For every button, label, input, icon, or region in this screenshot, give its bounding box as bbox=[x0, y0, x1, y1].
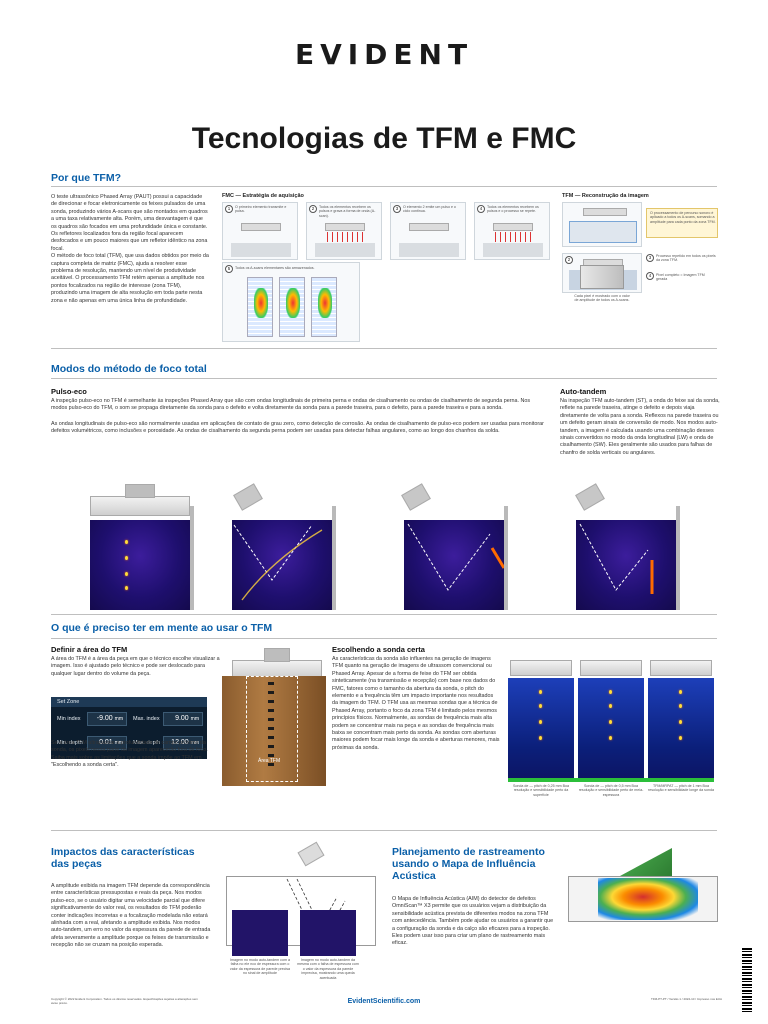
min-depth-field[interactable]: 0.01 mm bbox=[87, 736, 127, 750]
probe-icon bbox=[241, 223, 281, 231]
probe-scans: Sonda de — pitch de 0,25 mm Boa resoluçã… bbox=[506, 648, 716, 808]
divider bbox=[51, 378, 717, 379]
fmc-step-5: 5 Todos os A-scans elementares são armaz… bbox=[222, 262, 360, 342]
tfm-caption: Cada pixel é mostrado com o valor de amp… bbox=[574, 294, 630, 303]
set-zone-title: Set Zone bbox=[57, 699, 80, 705]
tfm-note-box: O processamento de percurso sonoro é apl… bbox=[646, 208, 718, 238]
s4-probe bbox=[292, 841, 352, 874]
qr-code-icon bbox=[742, 948, 752, 1014]
divider bbox=[51, 186, 717, 187]
fmc-label: FMC — Estratégia de aquisição bbox=[222, 193, 304, 199]
section-heading-o-que: O que é preciso ter em mente ao usar o T… bbox=[51, 622, 273, 634]
fmc-step-1: 1 O primeiro elemento transmite e pulsa. bbox=[222, 202, 298, 260]
divider bbox=[51, 614, 717, 615]
mode-2-probe bbox=[232, 482, 272, 518]
beam-path bbox=[233, 524, 323, 601]
ascan-stack bbox=[247, 277, 273, 337]
auto-tandem-title: Auto-tandem bbox=[560, 387, 607, 396]
tfm-step-1 bbox=[562, 202, 642, 247]
area-probe bbox=[232, 646, 322, 678]
auto-tandem-body: Na inspeção TFM auto-tandem (ST), a onda… bbox=[560, 398, 720, 456]
section-heading-por-que-tfm: Por que TFM? bbox=[51, 172, 121, 184]
s5-body: O Mapa de Influência Acústica (AIM) do d… bbox=[392, 896, 554, 947]
mode-3-scan bbox=[404, 520, 506, 610]
probe-icon bbox=[297, 841, 325, 867]
tfm-label: TFM — Reconstrução da imagem bbox=[562, 193, 649, 199]
divider bbox=[51, 638, 717, 639]
tfm-step-2-text: Processo repetido em todos os pixels da … bbox=[656, 254, 716, 263]
probe-icon bbox=[125, 484, 155, 498]
section-heading-modos: Modos do método de foco total bbox=[51, 363, 207, 375]
fmc-step-4: 4 Todos os elementos recebem os pulsos e… bbox=[474, 202, 550, 260]
evident-logo: EVIDENT bbox=[294, 38, 474, 71]
ascan-stack bbox=[311, 277, 337, 337]
beam-lines bbox=[495, 232, 531, 242]
section-heading-impactos: Impactos das características das peças bbox=[51, 846, 195, 870]
part-block bbox=[483, 243, 543, 257]
pulse-eco-title: Pulso-eco bbox=[51, 387, 87, 396]
tfm-zone-grid bbox=[569, 221, 637, 243]
s1-body: O teste ultrassônico Phased Array (PAUT)… bbox=[51, 194, 209, 304]
min-index-field[interactable]: -9.00 mm bbox=[87, 712, 127, 726]
probe-body: As características da sonda são influent… bbox=[332, 656, 500, 751]
divider bbox=[51, 830, 717, 831]
set-zone-panel: Set Zone Min index -9.00 mm Max. index 9… bbox=[51, 697, 207, 759]
ascan-stack bbox=[279, 277, 305, 337]
s4-body: A amplitude exibida na imagem TFM depend… bbox=[51, 883, 211, 949]
fmc-step-2: 2 Todos os elementos recebem os pulsos e… bbox=[306, 202, 382, 260]
wedge bbox=[620, 848, 672, 876]
probe-icon bbox=[409, 223, 449, 231]
legal-right: TFM-PT-PT / Versão 1 / 2022-10 / Impress… bbox=[651, 997, 722, 1001]
fmc-step-row: 1 O primeiro elemento transmite e pulsa.… bbox=[222, 202, 550, 262]
area-body: A área do TFM é a área da peça em que o … bbox=[51, 656, 220, 677]
probe-icon bbox=[233, 483, 263, 511]
s4-scan-2 bbox=[300, 910, 356, 956]
probe-title: Escolhendo a sonda certa bbox=[332, 645, 425, 654]
page-title: Tecnologias de TFM e FMC bbox=[191, 122, 577, 155]
mode-4-scan bbox=[576, 520, 676, 610]
mode-1-scan bbox=[90, 520, 190, 610]
area-note: Se a área TFM ultrapassar a profundidade… bbox=[51, 740, 208, 769]
tfm-zone-overlay bbox=[246, 676, 298, 782]
probe-icon bbox=[264, 648, 290, 662]
tfm-step-3-text: Pixel completo = Imagem TFM gerada bbox=[656, 273, 705, 282]
beam-lines bbox=[327, 232, 363, 242]
part-block bbox=[231, 243, 291, 257]
s4-scan-1 bbox=[232, 910, 288, 956]
probe-scan-1 bbox=[508, 678, 574, 778]
sensitivity-heatmap bbox=[598, 878, 698, 920]
fmc-step-3: 3 O elemento 2 emite um pulso e o ciclo … bbox=[390, 202, 466, 260]
mode-4-probe bbox=[574, 482, 614, 518]
probe-icon bbox=[401, 483, 431, 511]
legal-left: Copyright © 2022 Evident Corporation. To… bbox=[51, 997, 198, 1006]
part-photo: Área TFM bbox=[222, 676, 326, 786]
website-link[interactable]: EvidentScientific.com bbox=[347, 998, 421, 1005]
part-block bbox=[399, 243, 459, 257]
pulse-eco-p2: As ondas longitudinais de pulso-eco são … bbox=[51, 421, 544, 435]
part-block bbox=[315, 243, 375, 257]
mode-2-scan bbox=[232, 520, 332, 610]
mode-1-probe bbox=[90, 482, 190, 518]
tfm-image-thumb bbox=[580, 265, 624, 289]
max-index-field[interactable]: 9.00 mm bbox=[163, 712, 203, 726]
area-title: Definir a área do TFM bbox=[51, 645, 128, 654]
beam-path bbox=[407, 523, 506, 591]
mode-3-probe bbox=[400, 482, 440, 518]
pulse-eco-p1: A inspeção pulso-eco no TFM é semelhante… bbox=[51, 398, 531, 412]
probe-scan-3 bbox=[648, 678, 714, 778]
probe-icon bbox=[575, 483, 605, 511]
probe-icon bbox=[325, 223, 365, 231]
zone-label: Área TFM bbox=[258, 758, 281, 764]
divider bbox=[51, 348, 717, 349]
max-depth-field[interactable]: 12.00 mm bbox=[163, 736, 203, 750]
aim-map bbox=[568, 846, 718, 924]
beam-path bbox=[579, 523, 654, 594]
section-heading-planejamento: Planejamento de rastreamento usando o Ma… bbox=[392, 846, 545, 882]
probe-scan-2 bbox=[578, 678, 644, 778]
probe-icon bbox=[493, 223, 533, 231]
probe-icon bbox=[583, 208, 627, 216]
